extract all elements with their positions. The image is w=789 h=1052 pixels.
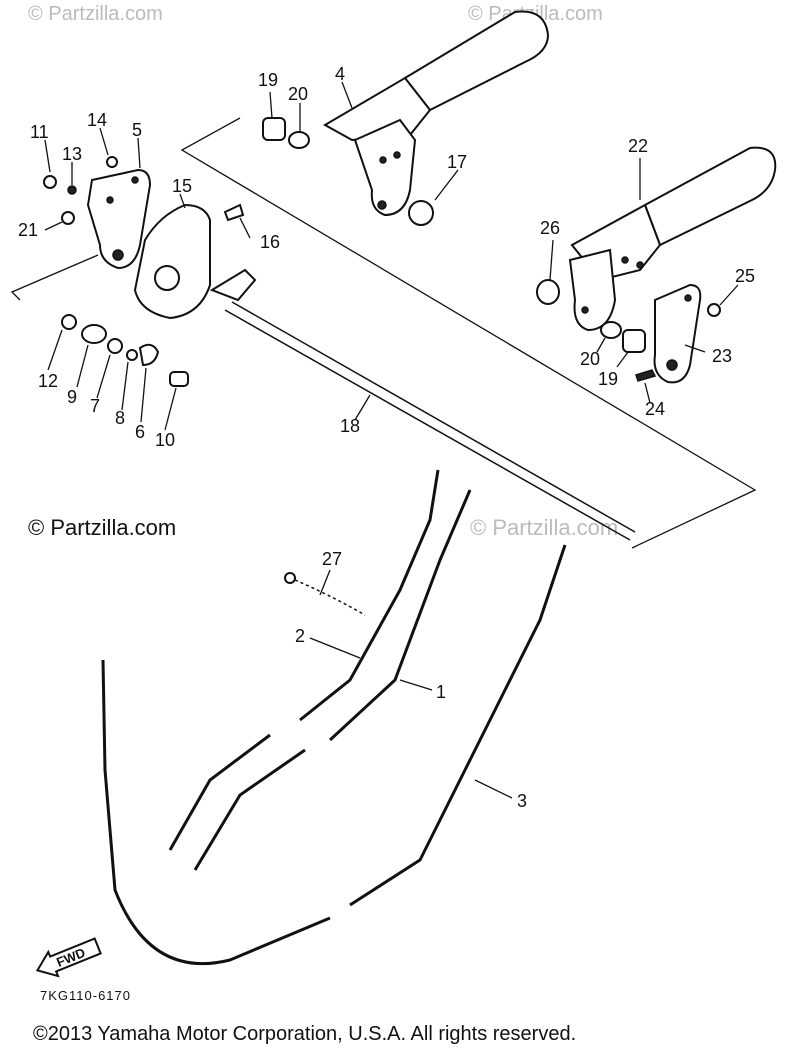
watermark-middle-left: © Partzilla.com xyxy=(28,515,176,540)
right-handle-part xyxy=(568,146,777,332)
part-label-1: 1 xyxy=(436,682,446,702)
part-label-23: 23 xyxy=(712,346,732,366)
part-label-17: 17 xyxy=(447,152,467,172)
diagram-code: 7KG110-6170 xyxy=(40,988,131,1003)
part-label-27: 27 xyxy=(322,549,342,569)
part-label-12: 12 xyxy=(38,371,58,391)
part-label-7: 7 xyxy=(90,396,100,416)
part-label-4: 4 xyxy=(335,64,345,84)
part-label-26: 26 xyxy=(540,218,560,238)
part-label-2: 2 xyxy=(295,626,305,646)
part-label-20-left: 20 xyxy=(288,84,308,104)
part-label-24: 24 xyxy=(645,399,665,419)
copyright-notice: ©2013 Yamaha Motor Corporation, U.S.A. A… xyxy=(33,1023,576,1045)
assembly-outline xyxy=(10,117,757,549)
part-label-10: 10 xyxy=(155,430,175,450)
right-bracket-part xyxy=(653,283,702,384)
cover-plate-part xyxy=(133,203,211,320)
left-handle-part xyxy=(322,10,550,217)
forward-direction-arrow: FWD xyxy=(35,937,102,978)
part-label-15: 15 xyxy=(172,176,192,196)
watermark-middle-right: © Partzilla.com xyxy=(470,515,618,540)
hardware-small-parts xyxy=(43,117,721,387)
part-label-22: 22 xyxy=(628,136,648,156)
part-label-19-left: 19 xyxy=(258,70,278,90)
part-label-13: 13 xyxy=(62,144,82,164)
left-bracket-part xyxy=(86,168,152,270)
part-label-5: 5 xyxy=(132,120,142,140)
part-label-19-right: 19 xyxy=(598,369,618,389)
part-label-18: 18 xyxy=(340,416,360,436)
part-label-20-right: 20 xyxy=(580,349,600,369)
part-label-11: 11 xyxy=(30,122,49,142)
part-label-21: 21 xyxy=(18,220,38,240)
part-label-16: 16 xyxy=(260,232,280,252)
part-number-labels: 19 20 4 17 11 14 13 5 15 16 21 22 26 25 … xyxy=(18,64,755,811)
watermark-top-left: © Partzilla.com xyxy=(28,3,163,25)
part-label-6: 6 xyxy=(135,422,145,442)
part-label-8: 8 xyxy=(115,408,125,428)
part-label-3: 3 xyxy=(517,791,527,811)
leader-lines xyxy=(44,81,739,799)
throttle-cables xyxy=(101,469,567,966)
part-label-25: 25 xyxy=(735,266,755,286)
connecting-shaft-part xyxy=(209,268,636,541)
part-label-14: 14 xyxy=(87,110,107,130)
part-label-9: 9 xyxy=(67,387,77,407)
